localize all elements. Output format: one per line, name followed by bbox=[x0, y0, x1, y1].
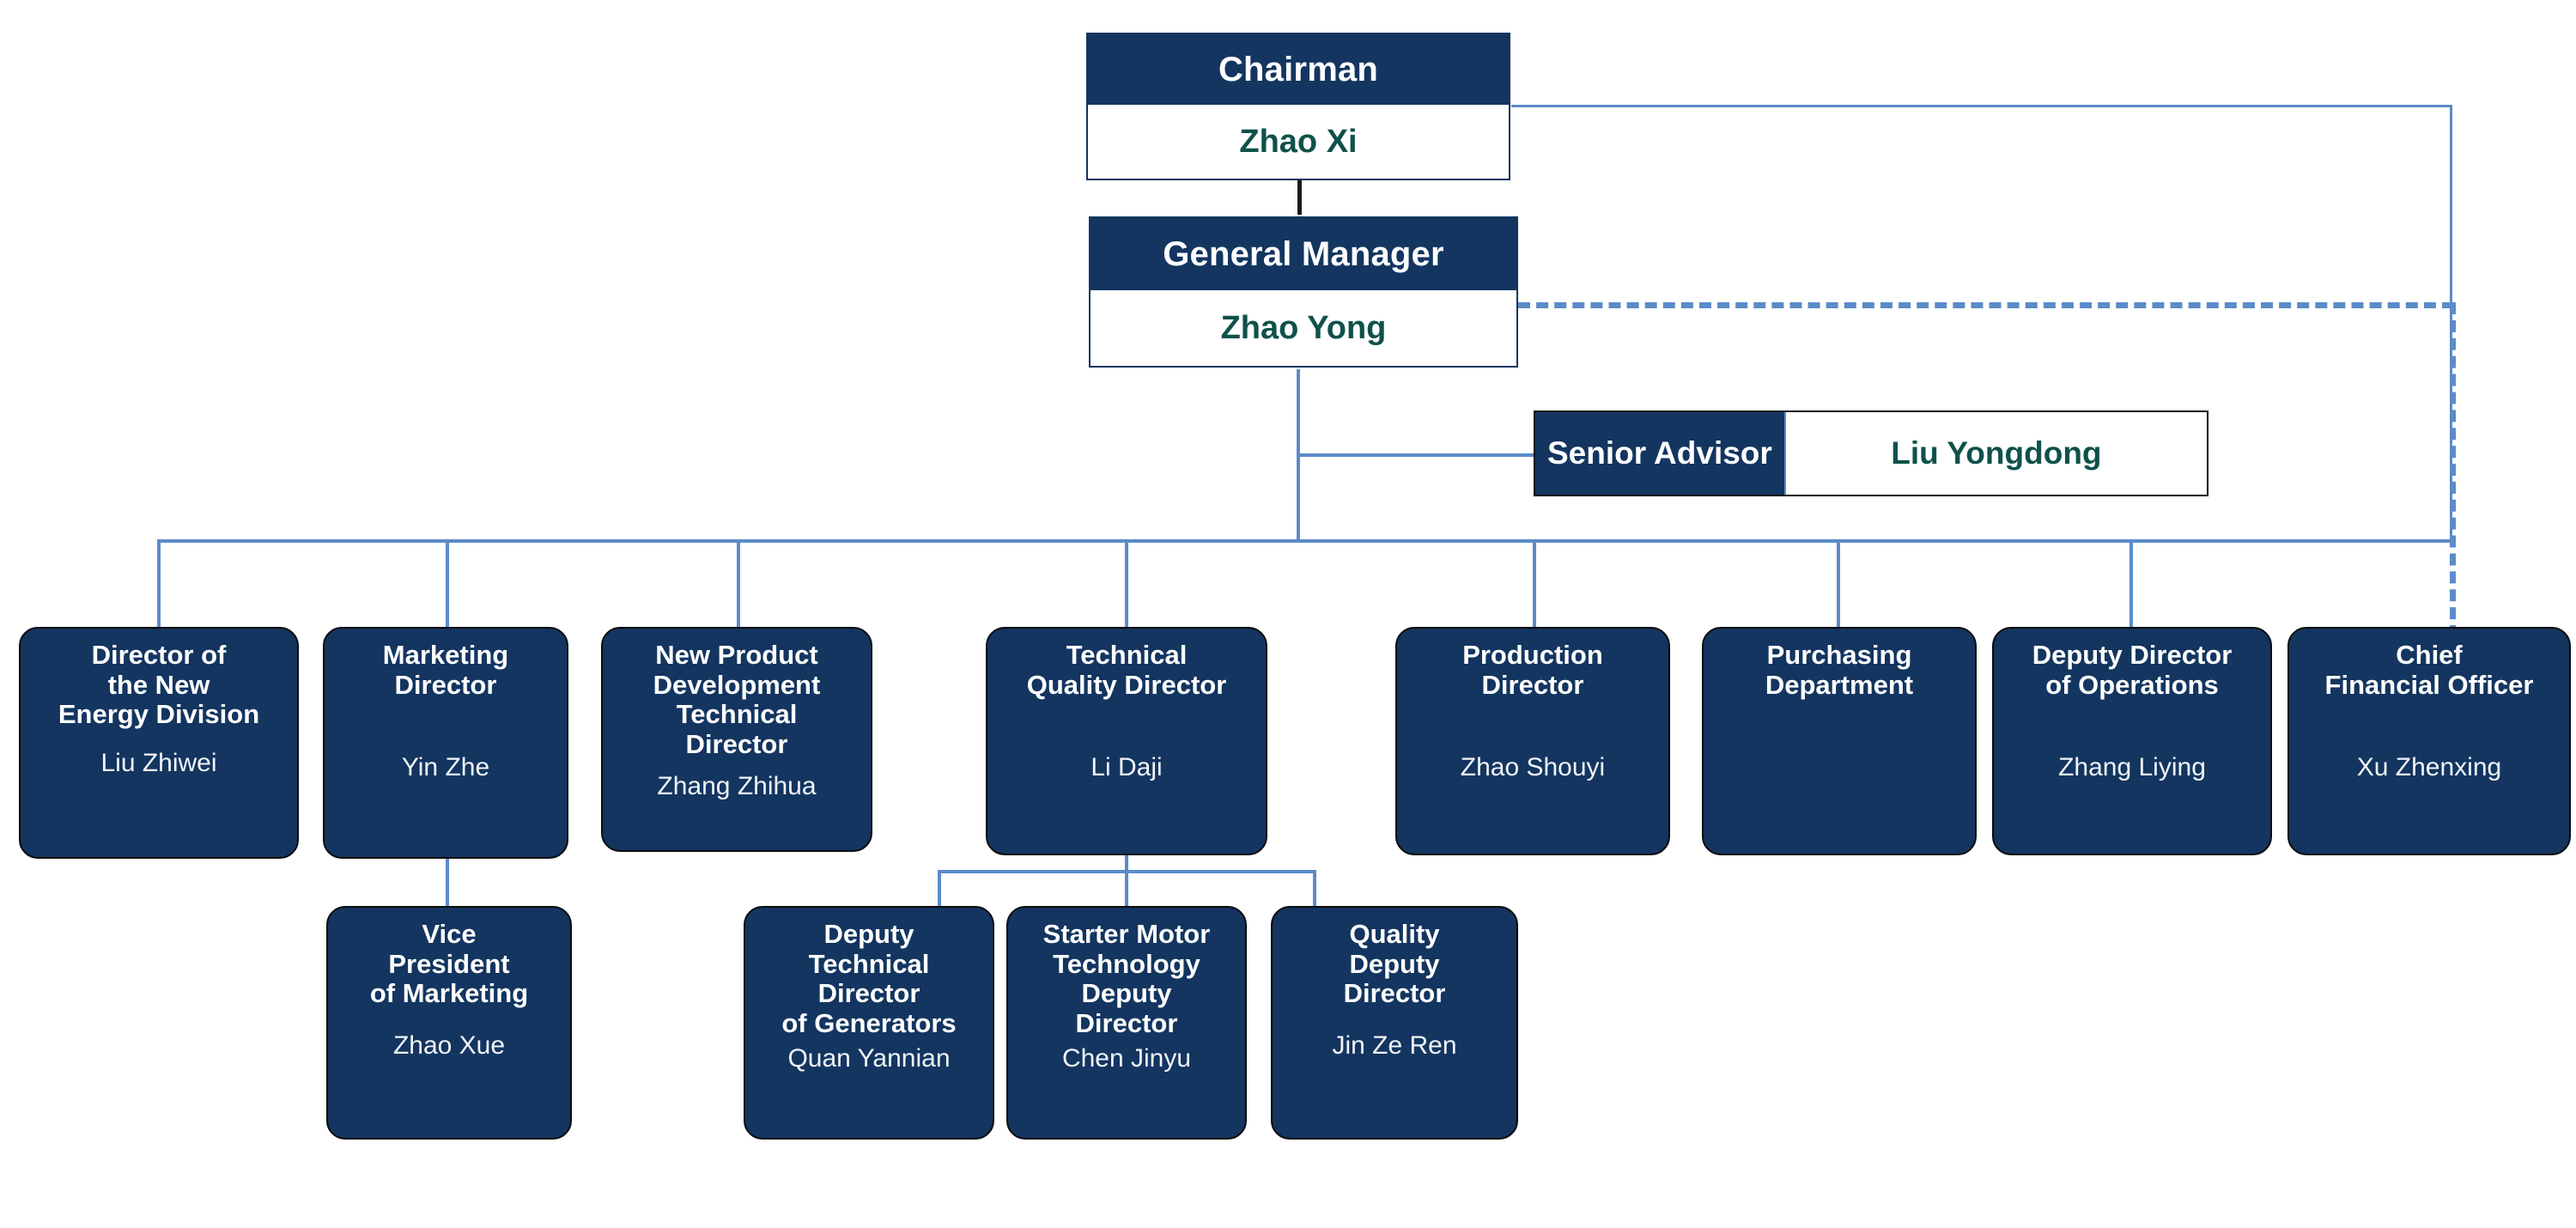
division-box-production[interactable]: Production Director Zhao Shouyi bbox=[1395, 627, 1670, 855]
division-name: Zhao Shouyi bbox=[1460, 753, 1606, 782]
main-bus bbox=[157, 539, 2452, 543]
subunit-box-deputy-generators[interactable]: Deputy Technical Director of Generators … bbox=[744, 906, 994, 1140]
connector-chairman-right bbox=[1511, 105, 2452, 107]
general-manager-name: Zhao Yong bbox=[1220, 309, 1387, 346]
subunit-name: Chen Jinyu bbox=[1061, 1043, 1192, 1073]
division-box-cfo[interactable]: Chief Financial Officer Xu Zhenxing bbox=[2287, 627, 2571, 855]
connector-gm-dashed-right bbox=[1518, 302, 2454, 308]
division-title: Technical Quality Director bbox=[1026, 640, 1227, 700]
drop-technical-quality bbox=[1125, 539, 1128, 634]
connector-marketing-to-vp bbox=[446, 854, 449, 906]
division-name: Li Daji bbox=[1091, 753, 1163, 782]
division-name: Zhang Liying bbox=[2058, 753, 2206, 782]
division-box-technical-quality[interactable]: Technical Quality Director Li Daji bbox=[986, 627, 1267, 855]
drop-quality-deputy bbox=[1313, 870, 1316, 906]
subunit-title: Starter Motor Technology Deputy Director bbox=[1042, 919, 1211, 1039]
general-manager-box[interactable]: General Manager Zhao Yong bbox=[1089, 216, 1518, 368]
chairman-title: Chairman bbox=[1088, 34, 1509, 105]
subunit-title: Quality Deputy Director bbox=[1343, 919, 1446, 1009]
chairman-name: Zhao Xi bbox=[1239, 123, 1358, 160]
senior-advisor-box[interactable]: Senior Advisor Liu Yongdong bbox=[1534, 410, 2208, 496]
subunit-box-starter-motor[interactable]: Starter Motor Technology Deputy Director… bbox=[1006, 906, 1247, 1140]
division-box-new-energy[interactable]: Director of the New Energy Division Liu … bbox=[19, 627, 299, 859]
division-name: Xu Zhenxing bbox=[2356, 753, 2502, 782]
drop-new-energy bbox=[157, 539, 161, 634]
division-name: Zhang Zhihua bbox=[657, 771, 817, 800]
drop-marketing bbox=[446, 539, 449, 634]
subunit-name: Quan Yannian bbox=[787, 1043, 951, 1073]
drop-new-product bbox=[737, 539, 740, 634]
division-title: Production Director bbox=[1462, 640, 1603, 700]
senior-advisor-name: Liu Yongdong bbox=[1783, 412, 2207, 495]
division-title: Director of the New Energy Division bbox=[58, 640, 260, 730]
drop-purchasing bbox=[1837, 539, 1840, 634]
subunit-name: Jin Ze Ren bbox=[1332, 1031, 1457, 1061]
connector-chairman-to-gm bbox=[1297, 180, 1302, 215]
senior-advisor-title: Senior Advisor bbox=[1535, 412, 1784, 495]
division-title: Marketing Director bbox=[382, 640, 509, 700]
division-title: New Product Development Technical Direct… bbox=[653, 640, 821, 760]
subunit-title: Vice President of Marketing bbox=[369, 919, 529, 1009]
subunit-name: Zhao Xue bbox=[392, 1031, 506, 1061]
connector-gm-to-senior-advisor bbox=[1298, 453, 1534, 457]
division-name: Yin Zhe bbox=[401, 753, 490, 782]
division-title: Chief Financial Officer bbox=[2324, 640, 2534, 700]
general-manager-title: General Manager bbox=[1091, 218, 1516, 290]
subunit-box-vp-marketing[interactable]: Vice President of Marketing Zhao Xue bbox=[326, 906, 572, 1140]
drop-operations bbox=[2129, 539, 2133, 634]
chairman-box[interactable]: Chairman Zhao Xi bbox=[1086, 33, 1510, 180]
division-title: Purchasing Department bbox=[1765, 640, 1914, 700]
division-box-new-product[interactable]: New Product Development Technical Direct… bbox=[601, 627, 872, 852]
division-title: Deputy Director of Operations bbox=[2032, 640, 2233, 700]
connector-gm-dashed-down bbox=[2450, 302, 2456, 637]
drop-deputy-generators bbox=[938, 870, 941, 906]
subunit-title: Deputy Technical Director of Generators bbox=[781, 919, 957, 1039]
drop-production bbox=[1533, 539, 1536, 634]
division-box-operations[interactable]: Deputy Director of Operations Zhang Liyi… bbox=[1992, 627, 2272, 855]
division-box-purchasing[interactable]: Purchasing Department bbox=[1702, 627, 1977, 855]
division-box-marketing[interactable]: Marketing Director Yin Zhe bbox=[323, 627, 568, 859]
division-name: Liu Zhiwei bbox=[100, 749, 217, 778]
connector-tqd-stem bbox=[1125, 854, 1128, 906]
subunit-box-quality-deputy[interactable]: Quality Deputy Director Jin Ze Ren bbox=[1271, 906, 1518, 1140]
sub-bus-technical-quality bbox=[938, 870, 1315, 873]
